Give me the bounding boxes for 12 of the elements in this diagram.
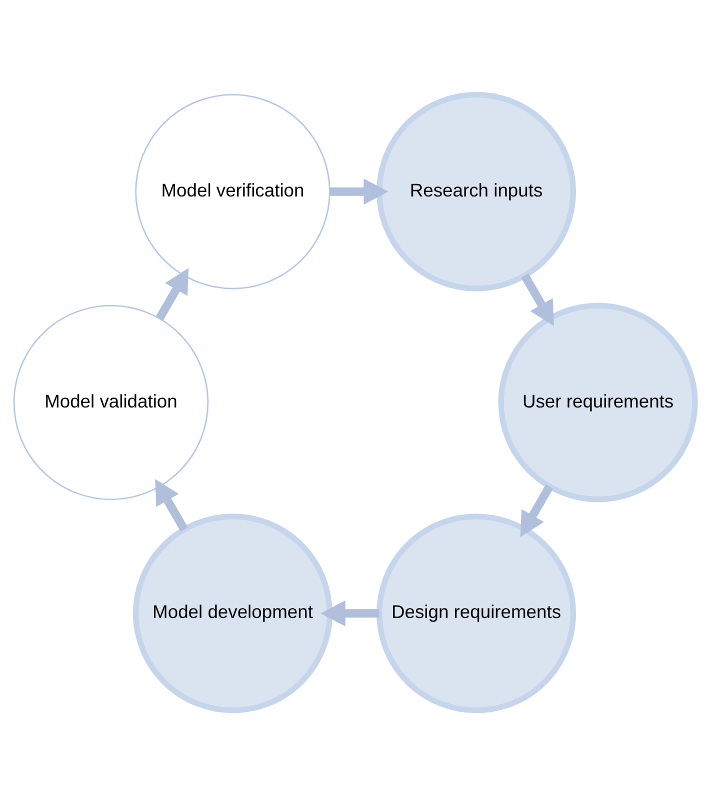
node-circle: Model validation [13,304,209,500]
arrow [156,268,189,321]
node-circle: Model verification [135,94,330,290]
arrow [320,600,380,626]
arrow [520,484,554,537]
node-circle: User requirements [498,302,698,502]
node-circle: Model development [132,514,332,714]
node-circle: Design requirements [376,514,576,714]
arrow [155,478,188,532]
node-circle: Research inputs [376,92,576,292]
arrow [521,273,554,326]
arrow [330,178,388,205]
